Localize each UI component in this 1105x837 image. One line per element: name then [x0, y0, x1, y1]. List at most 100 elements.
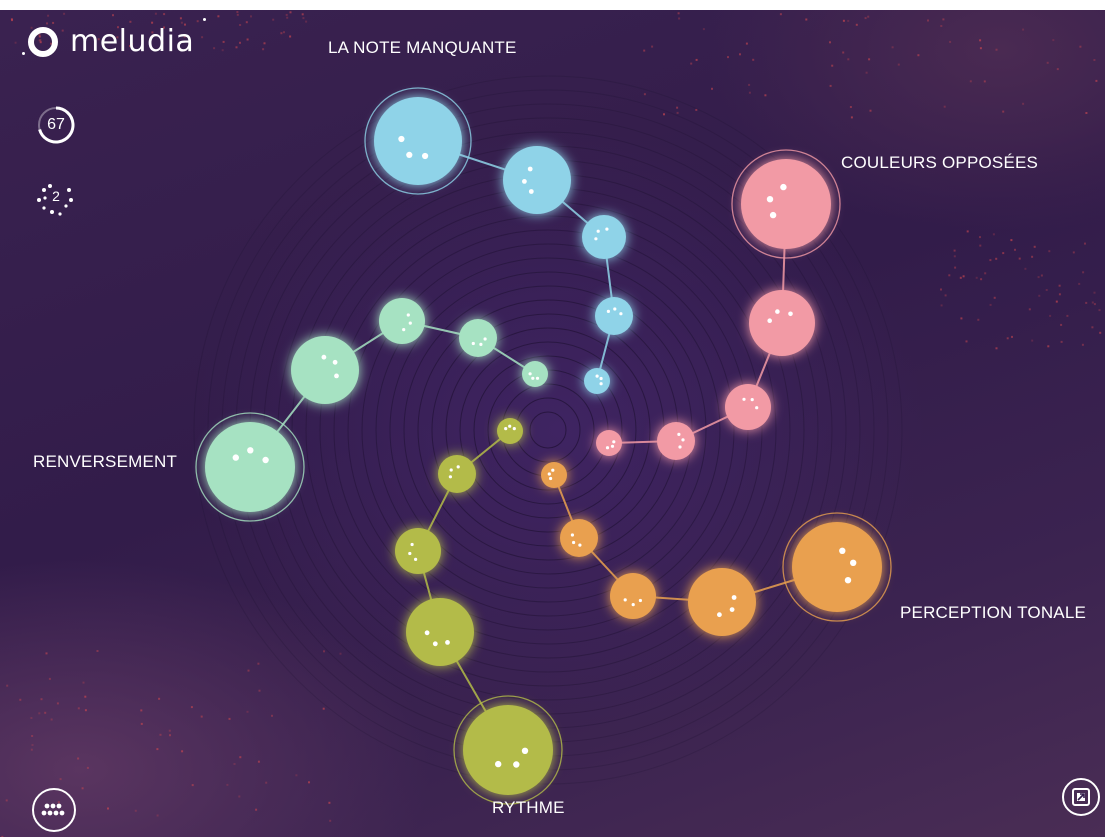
exercise-node-blue-2[interactable]	[503, 146, 571, 214]
exercise-node-orange-5[interactable]	[541, 462, 567, 488]
exercise-node-pink-5[interactable]	[596, 430, 622, 456]
sparkle	[246, 710, 249, 713]
sparkle	[161, 41, 164, 44]
exercise-node-olive-4[interactable]	[438, 455, 476, 493]
sparkle	[695, 58, 698, 61]
sparkle	[983, 80, 986, 83]
sparkle	[50, 718, 53, 721]
sparkle	[328, 801, 331, 804]
label-la-note-manquante[interactable]: LA NOTE MANQUANTE	[328, 38, 517, 57]
node-dot	[547, 472, 551, 476]
sparkle	[245, 21, 248, 24]
score-value: 67	[47, 116, 65, 133]
node-dot	[495, 760, 502, 768]
sparkle	[1049, 314, 1052, 317]
exercise-node-orange-3[interactable]	[610, 573, 656, 619]
exercise-node-blue-5[interactable]	[584, 368, 610, 394]
node-dot	[528, 189, 534, 194]
exercise-node-blue-1[interactable]	[364, 87, 472, 195]
node-bubble	[596, 430, 622, 456]
fullscreen-icon	[1072, 788, 1090, 806]
sparkle	[11, 19, 13, 22]
exercise-node-green-3[interactable]	[379, 298, 425, 344]
exercise-node-blue-4[interactable]	[595, 297, 633, 335]
sparkle	[1056, 68, 1059, 71]
exercise-node-olive-3[interactable]	[395, 528, 441, 574]
menu-button[interactable]	[32, 788, 76, 832]
exercise-node-orange-4[interactable]	[560, 519, 598, 557]
sparkle	[180, 21, 183, 24]
exercise-node-green-2[interactable]	[291, 336, 359, 404]
sparkle	[48, 677, 51, 680]
sparkle	[19, 698, 22, 701]
node-dot	[850, 559, 857, 566]
exercise-node-olive-1[interactable]	[453, 695, 563, 805]
exercise-node-olive-5[interactable]	[497, 418, 523, 444]
exercise-node-blue-3[interactable]	[582, 215, 626, 259]
label-perception-tonale[interactable]: PERCEPTION TONALE	[900, 603, 1087, 622]
node-dot	[479, 342, 483, 346]
spiral-pink	[596, 149, 841, 460]
node-dot	[606, 309, 611, 313]
exercise-node-green-4[interactable]	[459, 319, 497, 357]
sparkle	[1060, 340, 1063, 343]
node-dot	[570, 533, 575, 537]
background-ring	[529, 411, 567, 449]
sparkle	[265, 781, 268, 784]
sparkle	[45, 652, 48, 655]
node-bubble	[749, 290, 815, 356]
sparkle	[1031, 339, 1034, 342]
node-dot	[247, 447, 254, 454]
sparkle	[160, 35, 163, 38]
sparkle	[1031, 255, 1034, 258]
exercise-node-pink-3[interactable]	[725, 384, 771, 430]
sparkle	[84, 695, 87, 698]
label-rythme[interactable]: RYTHME	[492, 798, 565, 817]
score-badge[interactable]: 67	[34, 103, 78, 147]
exercise-node-pink-4[interactable]	[657, 422, 695, 460]
sparkle	[678, 17, 681, 20]
exercise-node-orange-1[interactable]	[782, 512, 892, 622]
sparkle	[151, 31, 154, 34]
exercise-node-green-1[interactable]	[195, 412, 305, 522]
streak-badge[interactable]: 2	[34, 178, 78, 222]
exercise-node-pink-2[interactable]	[749, 290, 815, 356]
spiral-map-screen: meludia 67 2 LA NOTE MANQUANTE COULEURS …	[0, 10, 1105, 837]
sparkle	[943, 105, 946, 108]
node-dot	[766, 196, 774, 203]
exercise-node-green-5[interactable]	[522, 361, 548, 387]
sparkle	[246, 38, 249, 41]
exercise-node-pink-1[interactable]	[731, 149, 841, 259]
label-couleurs-opposees[interactable]: COULEURS OPPOSÉES	[841, 153, 1039, 172]
sparkle	[183, 35, 186, 38]
fullscreen-button[interactable]	[1062, 778, 1100, 816]
sparkle	[1010, 239, 1013, 242]
background-ring	[361, 243, 735, 617]
node-dot	[767, 318, 772, 324]
sparkle	[257, 662, 260, 665]
exercise-node-olive-2[interactable]	[406, 598, 474, 666]
sparkle	[1079, 45, 1082, 48]
sparkle	[992, 233, 995, 236]
sparkle	[283, 31, 285, 34]
sparkle	[940, 25, 943, 27]
label-renversement[interactable]: RENVERSEMENT	[33, 452, 178, 471]
sparkle	[1091, 326, 1094, 329]
exercise-node-orange-2[interactable]	[688, 568, 756, 636]
sparkle	[301, 13, 304, 16]
node-dot	[717, 612, 722, 618]
sparkle	[1037, 276, 1040, 279]
sparkle	[989, 259, 992, 262]
node-dot	[513, 761, 520, 768]
node-dot	[551, 468, 555, 472]
node-bubble	[610, 573, 656, 619]
node-dot	[522, 179, 527, 184]
node-dot	[769, 211, 777, 219]
node-bubble	[291, 336, 359, 404]
sparkle	[200, 715, 203, 718]
sparkle	[979, 236, 981, 239]
node-dot	[619, 312, 623, 316]
node-dot	[512, 427, 516, 431]
sparkle	[302, 17, 305, 20]
node-bubble	[503, 146, 571, 214]
